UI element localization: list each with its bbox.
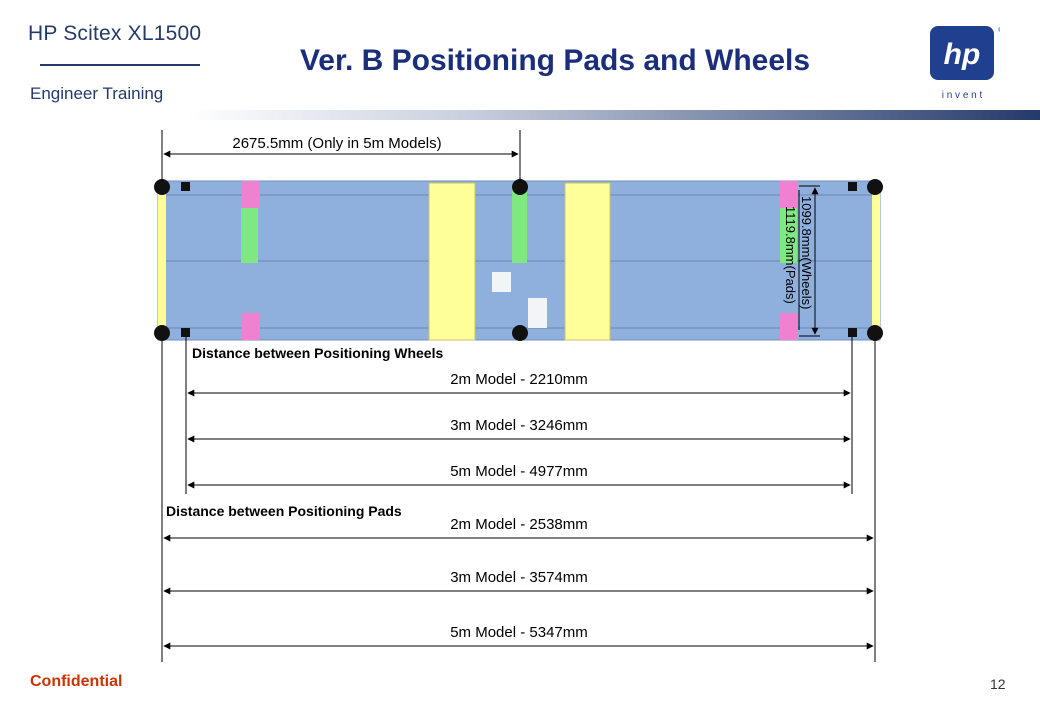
dimension-label: 2m Model - 2538mm — [450, 516, 588, 533]
header-band — [0, 110, 1040, 120]
pink-pad — [780, 181, 798, 208]
dimension-label: 3m Model - 3246mm — [450, 417, 588, 434]
pads-width-label: 1119.8mm(Pads) — [783, 206, 798, 304]
green-block — [780, 208, 797, 263]
hp-logo: hp i n v e n t ® — [930, 26, 1000, 100]
green-block — [512, 186, 527, 263]
logo-mark: hp — [944, 38, 981, 71]
rail-right — [564, 182, 611, 341]
pink-pad — [242, 313, 260, 340]
confidential-label: Confidential — [30, 673, 123, 690]
logo-badge — [930, 26, 994, 80]
dimension-label: 3m Model - 3574mm — [450, 569, 588, 586]
white-square — [492, 272, 511, 292]
page-title: Ver. B Positioning Pads and Wheels — [299, 44, 811, 77]
positioning-wheel — [512, 325, 528, 341]
edge-strip-left — [158, 181, 166, 340]
pads-section-heading: Distance between Positioning Pads — [166, 503, 402, 519]
wheels-section-heading: Distance between Positioning Wheels — [192, 345, 443, 361]
top-dimension-label: 2675.5mm (Only in 5m Models) — [232, 135, 441, 152]
page-number: 12 — [990, 676, 1006, 692]
registered-mark-icon: ® — [998, 27, 1000, 34]
pink-pad — [242, 181, 260, 208]
positioning-wheel — [512, 179, 528, 195]
dimension-label: 2m Model - 2210mm — [450, 371, 588, 388]
pink-pad — [780, 313, 798, 340]
positioning-pad — [181, 328, 190, 337]
white-square — [528, 298, 547, 328]
brand-rule — [40, 64, 200, 66]
brand-name: HP Scitex XL1500 — [28, 22, 202, 45]
department-label: Engineer Training — [30, 84, 164, 103]
positioning-wheel — [154, 325, 170, 341]
green-block — [241, 208, 258, 263]
positioning-wheel — [867, 179, 883, 195]
positioning-pad — [848, 328, 857, 337]
positioning-pad — [848, 182, 857, 191]
wheels-width-label: 1099.8mm(Wheels) — [799, 196, 814, 309]
positioning-wheel — [867, 325, 883, 341]
positioning-pad — [181, 182, 190, 191]
positioning-wheel — [154, 179, 170, 195]
dimension-label: 5m Model - 4977mm — [450, 463, 588, 480]
dimension-label: 5m Model - 5347mm — [450, 624, 588, 641]
logo-tagline: i n v e n t — [942, 90, 983, 100]
edge-strip-right — [872, 181, 880, 340]
rail-left — [428, 182, 476, 341]
